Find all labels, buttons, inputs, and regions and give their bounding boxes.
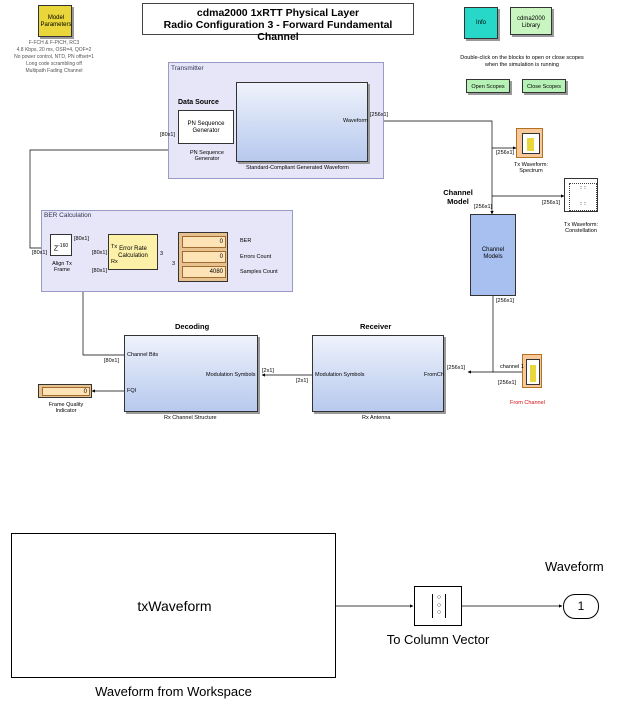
sig-256-waveform: [256x1]: [370, 112, 389, 118]
tx-spectrum-scope[interactable]: [516, 128, 543, 158]
title-line2: Radio Configuration 3 - Forward Fundamen…: [163, 19, 393, 43]
tx-spectrum-caption: Tx Waveform: Spectrum: [513, 162, 549, 174]
workspace-caption: Waveform from Workspace: [95, 684, 252, 699]
transmitter-title: Transmitter: [171, 65, 204, 72]
sig-256-fromch: [256x1]: [447, 365, 466, 371]
pn-caption: PN Sequence Generator: [190, 150, 224, 162]
subsystem-caption: Standard-Compliant Generated Waveform: [246, 165, 349, 171]
pn-sequence-generator-block[interactable]: PN Sequence Generator: [178, 110, 234, 144]
title-box: cdma2000 1xRTT Physical Layer Radio Conf…: [142, 3, 414, 43]
rx-antenna-subsystem[interactable]: [312, 335, 444, 412]
channel-bits-port: Channel Bits: [127, 352, 159, 358]
ber-value: 0: [182, 236, 226, 248]
sig-80-pn: [80x1]: [160, 132, 175, 138]
sig-2-rx: [2x1]: [296, 378, 308, 384]
align-tx-frame-caption: Align Tx Frame: [52, 261, 72, 273]
sig-80-bits: [80x1]: [104, 358, 119, 364]
from-channel-caption: From Channel: [510, 400, 545, 406]
open-scopes-button[interactable]: Open Scopes: [466, 79, 510, 93]
mux-count-label-2: 3: [172, 261, 176, 267]
align-delay-block[interactable]: Z-160: [50, 234, 72, 256]
from-channel-scope[interactable]: [522, 354, 542, 388]
to-column-vector-caption: To Column Vector: [386, 632, 490, 647]
sig-80-rx: [80x1]: [92, 268, 107, 274]
receiver-title: Receiver: [360, 322, 392, 331]
sig-256-spectrum: [256x1]: [496, 150, 515, 156]
workspace-variable-text: txWaveform: [137, 598, 212, 614]
decoding-title: Decoding: [175, 322, 210, 331]
sig-80-tx: [80x1]: [92, 250, 107, 256]
fromch-port: FromCh: [424, 372, 444, 378]
channel-models-block[interactable]: Channel Models: [470, 214, 516, 296]
mux-count-label: 3: [160, 251, 164, 257]
data-source-title: Data Source: [178, 99, 219, 106]
decoding-mod-port: Modulation Symbols: [206, 372, 256, 378]
sig-256-channel-in: [256x1]: [474, 204, 493, 210]
errors-value: 0: [182, 251, 226, 263]
tx-constellation-caption: Tx Waveform: Constellation: [563, 222, 599, 234]
model-parameters-label: Model Parameters: [40, 15, 72, 28]
waveform-from-workspace-block[interactable]: txWaveform: [11, 533, 336, 678]
receiver-mod-port: Modulation Symbols: [315, 372, 365, 378]
title-line1: cdma2000 1xRTT Physical Layer: [196, 7, 360, 19]
waveform-outport[interactable]: 1: [563, 594, 599, 619]
channel1-label: channel 1: [500, 364, 524, 370]
ber-calculation-area: [41, 210, 293, 292]
sig-256-scope: [256x1]: [498, 380, 517, 386]
sig-256-channel-out: [256x1]: [496, 298, 515, 304]
ber-label: BER: [240, 238, 252, 244]
ber-display-block[interactable]: 0 0 4080: [178, 232, 228, 282]
column-vector-icon: ○○○: [432, 594, 446, 618]
rx-antenna-caption: Rx Antenna: [362, 415, 391, 421]
scope-hint: Double-click on the blocks to open or cl…: [460, 55, 584, 68]
close-scopes-button[interactable]: Close Scopes: [522, 79, 566, 93]
cdma2000-library-block[interactable]: cdma2000 Library: [510, 7, 552, 35]
channel-model-title: Channel Model: [443, 188, 473, 206]
waveform-port-label: Waveform: [343, 118, 368, 124]
generated-waveform-subsystem[interactable]: [236, 82, 368, 162]
samples-count-label: Samples Count: [240, 269, 278, 275]
errors-count-label: Errors Count: [240, 254, 272, 260]
fqi-display-block[interactable]: 0: [38, 384, 92, 398]
model-parameters-block[interactable]: Model Parameters: [38, 5, 72, 37]
fqi-caption: Frame Quality Indicator: [48, 402, 84, 414]
tx-constellation-scope[interactable]: :: :: :: ::: [564, 178, 598, 212]
fqi-port: FQI: [127, 388, 137, 394]
samples-value: 4080: [182, 266, 226, 278]
info-block[interactable]: Info: [464, 7, 498, 39]
sig-256-constellation: [256x1]: [542, 200, 561, 206]
model-notes: F-FCH & F-PICH, RC3 4.8 Kbps, 20 ms, OSR…: [14, 40, 94, 74]
rx-channel-structure-subsystem[interactable]: [124, 335, 258, 412]
rx-channel-structure-caption: Rx Channel Structure: [164, 415, 217, 421]
sig-80-align-out: [80x1]: [74, 236, 89, 242]
error-rate-calculation-block[interactable]: Error Rate Calculation Tx Rx: [108, 234, 158, 270]
sig-80-align-in: [80x1]: [32, 250, 47, 256]
to-column-vector-block[interactable]: ○○○: [414, 586, 462, 626]
waveform-outport-label: Waveform: [545, 559, 604, 574]
sig-2-dec: [2x1]: [262, 368, 274, 374]
ber-title: BER Calculation: [44, 212, 92, 219]
